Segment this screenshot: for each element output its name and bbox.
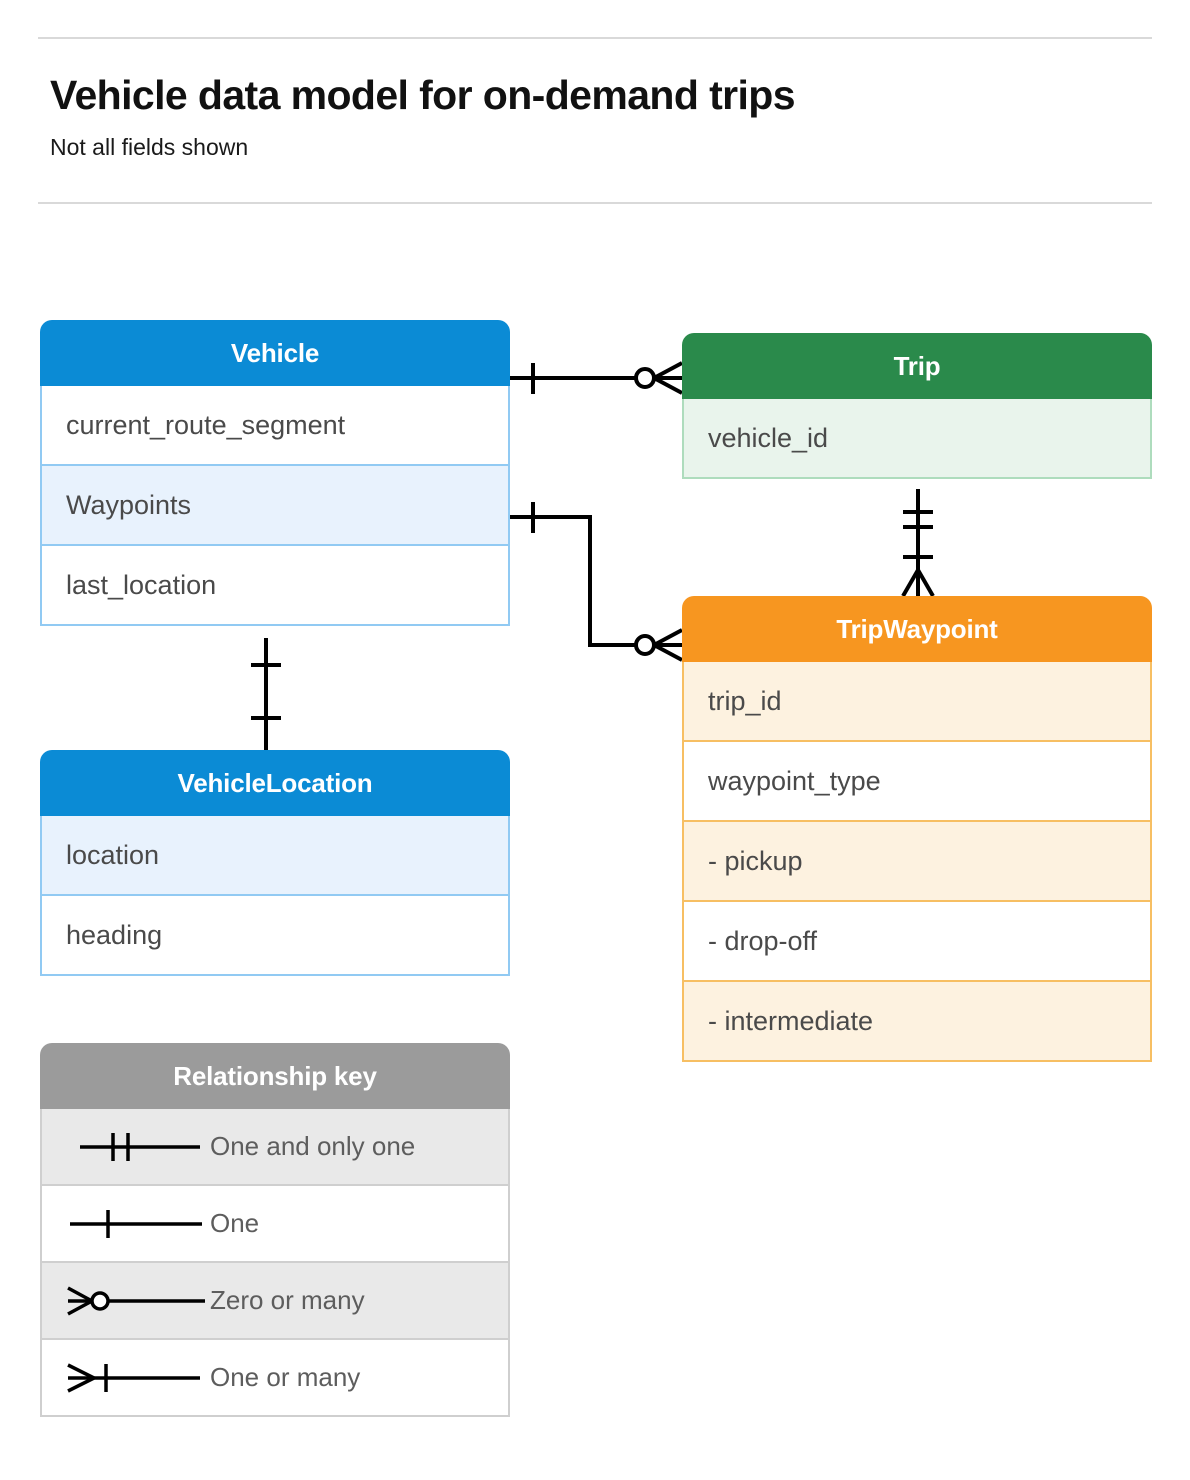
legend-label-one-and-only-one: One and only one <box>210 1131 416 1161</box>
page-subtitle: Not all fields shown <box>50 134 249 160</box>
entity-tripwaypoint-title: TripWaypoint <box>682 596 1152 662</box>
entity-trip-field-vehicle-id: vehicle_id <box>682 399 1152 479</box>
relationship-key-title: Relationship key <box>40 1043 510 1109</box>
entity-vehiclelocation[interactable]: VehicleLocation location heading <box>40 750 510 976</box>
legend-label-one: One <box>210 1208 260 1238</box>
entity-tripwaypoint-enum-intermediate: - intermediate <box>682 982 1152 1062</box>
page-title: Vehicle data model for on-demand trips <box>50 72 796 118</box>
entity-trip[interactable]: Trip vehicle_id <box>682 333 1152 479</box>
entity-vehiclelocation-title: VehicleLocation <box>40 750 510 816</box>
legend-item-one-and-only-one: One and only one <box>40 1109 510 1186</box>
legend-item-zero-or-many: Zero or many <box>40 1263 510 1340</box>
entity-vehicle[interactable]: Vehicle current_route_segment Waypoints … <box>40 320 510 626</box>
entity-vehicle-field-waypoints: Waypoints <box>40 466 510 546</box>
entity-vehiclelocation-field-location: location <box>40 816 510 896</box>
entity-vehicle-field-last-location: last_location <box>40 546 510 626</box>
connector-vehicle-trip <box>510 361 683 395</box>
connector-vehicle-waypoints-tripwaypoint <box>510 502 683 662</box>
legend-label-zero-or-many: Zero or many <box>210 1285 365 1315</box>
entity-tripwaypoint-enum-drop-off: - drop-off <box>682 902 1152 982</box>
entity-trip-title: Trip <box>682 333 1152 399</box>
one-icon <box>60 1204 210 1244</box>
connector-vehicle-vehiclelocation <box>251 638 281 750</box>
header-divider-top <box>38 37 1152 39</box>
one-or-many-icon <box>60 1358 210 1398</box>
legend-item-one-or-many: One or many <box>40 1340 510 1417</box>
legend-label-one-or-many: One or many <box>210 1362 361 1392</box>
entity-vehicle-field-current-route-segment: current_route_segment <box>40 386 510 466</box>
legend-item-one: One <box>40 1186 510 1263</box>
entity-tripwaypoint-enum-pickup: - pickup <box>682 822 1152 902</box>
one-and-only-one-icon <box>60 1127 210 1167</box>
connector-trip-tripwaypoint <box>901 489 935 597</box>
entity-vehiclelocation-field-heading: heading <box>40 896 510 976</box>
entity-tripwaypoint[interactable]: TripWaypoint trip_id waypoint_type - pic… <box>682 596 1152 1062</box>
entity-vehicle-title: Vehicle <box>40 320 510 386</box>
zero-or-many-icon <box>60 1281 210 1321</box>
entity-tripwaypoint-field-trip-id: trip_id <box>682 662 1152 742</box>
header-divider-bottom <box>38 202 1152 204</box>
relationship-key-legend: Relationship key One and only one One <box>40 1043 510 1417</box>
entity-tripwaypoint-field-waypoint-type: waypoint_type <box>682 742 1152 822</box>
